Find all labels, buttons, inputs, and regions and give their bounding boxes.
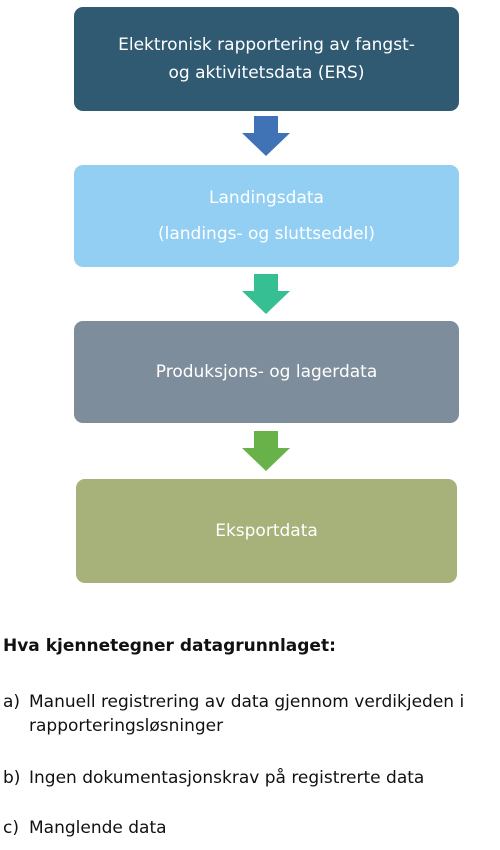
list-item: c) Manglende data [3, 816, 497, 840]
list-item-marker: a) [3, 692, 21, 712]
flow-step-landingsdata: Landingsdata (landings- og sluttseddel) [74, 165, 459, 267]
flow-step-eksport: Eksportdata [76, 479, 457, 583]
flow-step-ers-line-1: Elektronisk rapportering av fangst- [118, 35, 415, 55]
flow-step-produksjon-line-1: Produksjons- og lagerdata [155, 362, 378, 382]
flow-step-eksport-line-1: Eksportdata [215, 521, 318, 541]
down-arrow-icon [242, 431, 290, 471]
list-item: a) Manuell registrering av data gjennom … [3, 690, 497, 738]
list-item-text: Manuell registrering av data gjennom ver… [29, 692, 465, 736]
flow-step-ers: Elektronisk rapportering av fangst- og a… [74, 7, 459, 111]
list-item-text: Ingen dokumentasjonskrav på registrerte … [29, 768, 425, 788]
flow-step-landingsdata-line-1: Landingsdata [209, 188, 324, 208]
flow-step-produksjon: Produksjons- og lagerdata [74, 321, 459, 423]
list-item-text: Manglende data [29, 818, 167, 838]
flow-step-landingsdata-line-2: (landings- og sluttseddel) [157, 224, 375, 244]
down-arrow-icon [242, 274, 290, 314]
list-item-marker: c) [3, 818, 19, 838]
list-item-marker: b) [3, 768, 21, 788]
down-arrow-icon [242, 116, 290, 156]
list-item: b) Ingen dokumentasjonskrav på registrer… [3, 766, 497, 790]
characteristics-heading: Hva kjennetegner datagrunnlaget: [3, 636, 336, 656]
flow-step-ers-line-2: og aktivitetsdata (ERS) [168, 63, 365, 83]
